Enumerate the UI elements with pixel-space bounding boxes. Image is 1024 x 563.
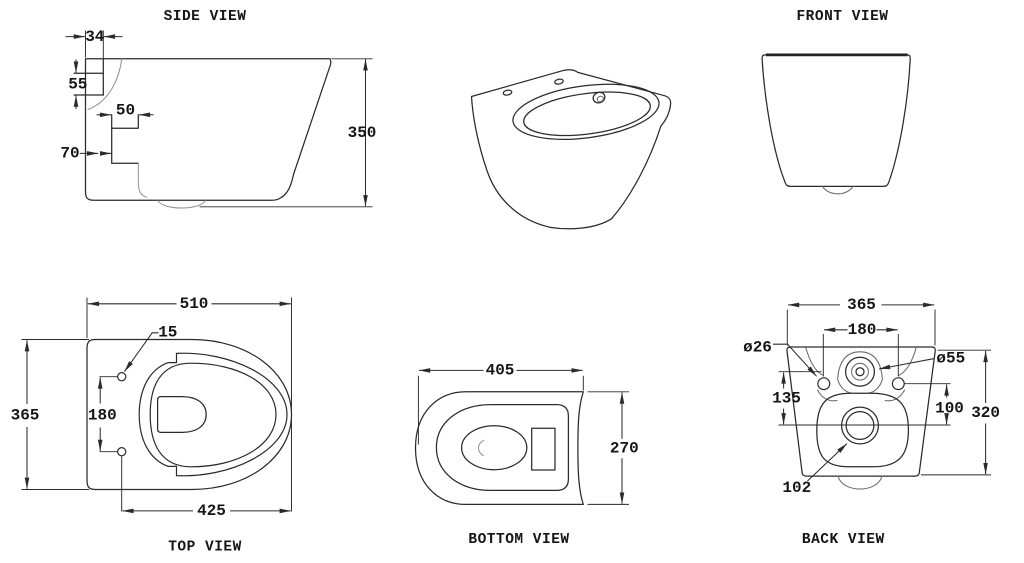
back-bowl-squircle [816, 392, 910, 468]
bottom-view-title: BOTTOM VIEW [468, 532, 569, 548]
side-view: SIDE VIEW 34 55 50 70 350 [60, 9, 377, 209]
bottom-trap-crescent [477, 439, 485, 457]
top-water-spot [156, 395, 207, 434]
perspective-spout-inner [596, 95, 604, 103]
dim-350: 350 [348, 124, 377, 142]
top-view-title: TOP VIEW [168, 540, 242, 556]
back-view-title: BACK VIEW [802, 532, 885, 548]
back-drain-outer [840, 406, 880, 445]
perspective-body-outline [470, 69, 672, 230]
front-view: FRONT VIEW [761, 9, 911, 195]
dim-365-top-view: 365 [11, 406, 40, 424]
dim-180bv-witness [822, 334, 899, 377]
dim-15-leader [124, 332, 159, 372]
dim-50: 50 [116, 102, 135, 120]
back-drain-bump [837, 475, 883, 490]
dim-350-witness [199, 58, 373, 208]
back-wing-left [816, 389, 838, 402]
side-view-title: SIDE VIEW [164, 9, 247, 25]
dim-102: 102 [782, 479, 811, 497]
dim-180tv-witness [99, 376, 118, 453]
dim-34-witness [85, 30, 104, 58]
back-inlet-arch [837, 351, 883, 380]
dim-405: 405 [486, 361, 515, 379]
dim-365bv-witness [786, 309, 936, 346]
dim-102-leader [807, 443, 848, 482]
dim-d55: ø55 [936, 349, 965, 367]
dim-320-witness [921, 349, 991, 476]
dim-425-witness [121, 412, 292, 512]
back-fixing-hole-left [817, 377, 831, 391]
front-outline [761, 54, 911, 188]
bottom-outlet-rect [531, 427, 556, 471]
dim-d26: ø26 [743, 339, 772, 357]
perspective-view [470, 69, 672, 230]
dim-510: 510 [180, 295, 209, 313]
dim-100: 100 [935, 399, 964, 417]
top-view: TOP VIEW 510 365 180 425 15 [11, 295, 293, 556]
perspective-fixing-hole-left [502, 89, 513, 96]
back-drain-inner [845, 410, 875, 441]
perspective-fixing-hole-right [554, 78, 564, 85]
dim-d26-leader [773, 343, 817, 377]
dim-15: 15 [158, 324, 177, 342]
top-seat-ring [138, 352, 288, 477]
dim-270-witness [587, 391, 629, 505]
back-inlet-center [855, 367, 865, 377]
top-seat-hole-lower [116, 447, 127, 457]
bottom-outline [414, 391, 584, 506]
back-inlet-mid [851, 362, 869, 381]
dim-365tv-witness [21, 339, 89, 490]
dim-510-witness [86, 297, 292, 409]
back-view: BACK VIEW 365 180 135 [743, 296, 1000, 548]
perspective-spout-outer [592, 91, 606, 104]
bottom-trap-ellipse [460, 425, 528, 471]
front-view-title: FRONT VIEW [796, 9, 888, 25]
dim-405-witness [417, 375, 584, 445]
front-drain-bump [821, 185, 854, 195]
dim-34: 34 [85, 28, 105, 46]
back-contour-dip-right [898, 347, 917, 376]
back-outline [786, 346, 936, 477]
back-inlet-outer [844, 356, 876, 387]
dim-135: 135 [772, 389, 801, 407]
dim-425: 425 [197, 502, 226, 520]
side-outline [84, 58, 332, 201]
dim-180-back-view: 180 [848, 321, 877, 339]
dim-70: 70 [60, 144, 79, 162]
dim-320: 320 [971, 404, 1000, 422]
dim-270: 270 [610, 439, 639, 457]
dim-365-back-view: 365 [847, 296, 876, 314]
dim-55: 55 [68, 75, 87, 93]
top-seat-hole-upper [116, 372, 127, 382]
dim-180-top-view: 180 [88, 406, 117, 424]
perspective-rim-inner [523, 91, 651, 137]
side-outlet-tail-curve [137, 162, 147, 198]
bottom-inner-contour [435, 403, 570, 492]
dim-135-witness [778, 371, 951, 426]
bottom-view: BOTTOM VIEW 405 270 [414, 361, 639, 548]
side-drain-bump [157, 200, 206, 209]
back-fixing-hole-right [891, 377, 905, 391]
side-rim-curve [87, 58, 123, 110]
side-outlet-step [111, 114, 139, 164]
back-contour-dip-left [805, 347, 824, 376]
dim-d55-leader [878, 358, 934, 370]
top-bowl-rim [149, 362, 277, 468]
perspective-rim-outer [512, 83, 660, 140]
